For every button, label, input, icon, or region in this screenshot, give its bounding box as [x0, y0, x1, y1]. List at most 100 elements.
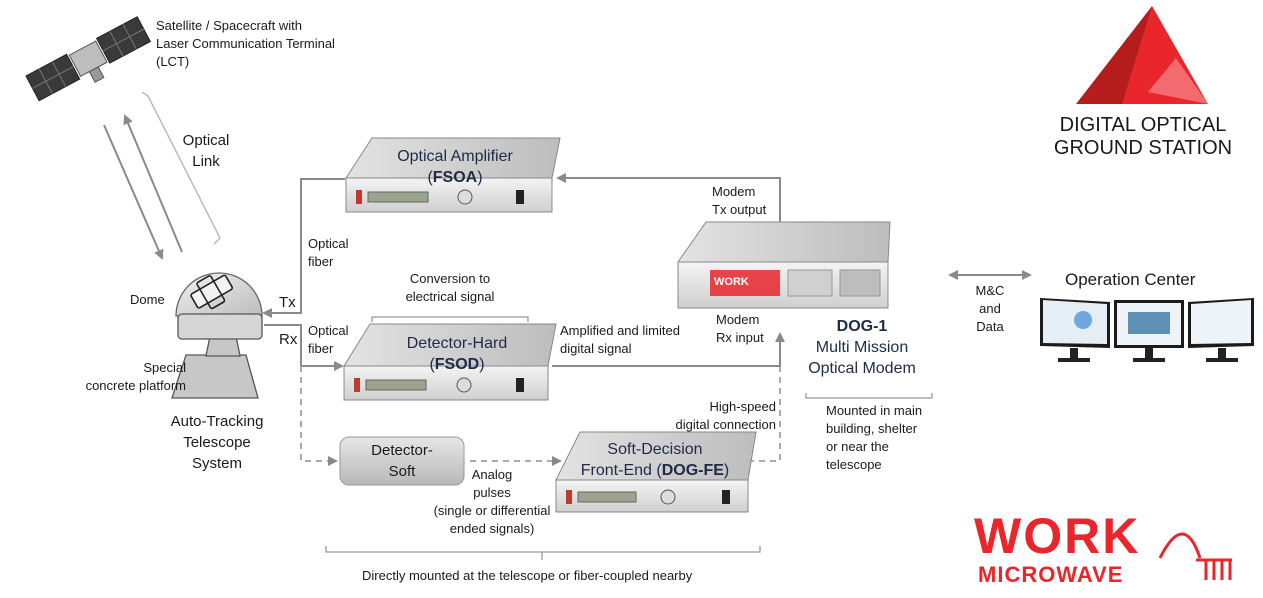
dog1-front-badge: WORK — [714, 276, 749, 288]
telescope-icon — [171, 272, 263, 399]
optical-fiber-bottom-line-1: Optical — [308, 323, 349, 338]
analog-label: Analog pulses (single or differential en… — [412, 466, 572, 538]
operation-center-monitors-icon — [1040, 298, 1254, 362]
amplified-label: Amplified and limited digital signal — [560, 322, 680, 358]
detector-soft-line-1: Detector- — [371, 442, 433, 459]
mounted-telescope-bracket — [325, 546, 761, 560]
conversion-label: Conversion to electrical signal — [390, 270, 510, 306]
fsoa-code-open: ( — [427, 169, 433, 186]
analog-line-2: pulses — [473, 485, 511, 500]
conversion-line-1: Conversion to — [409, 271, 491, 286]
optical-link-line-2: Link — [192, 153, 220, 170]
dogfe-device-icon — [555, 431, 757, 513]
dog1-line-2: Optical Modem — [808, 360, 916, 377]
fsoa-device-icon — [345, 137, 561, 213]
mc-line-3: Data — [976, 319, 1004, 334]
rx-label: Rx — [279, 331, 298, 348]
optical-fiber-bottom-label: Optical fiber — [308, 322, 348, 358]
dome-label: Dome — [130, 292, 165, 307]
platform-line-1: Special — [143, 360, 186, 375]
microwave-logo-word: MICROWAVE — [978, 562, 1124, 587]
modem-rx-label: Modem Rx input — [716, 311, 764, 347]
fsoa-code: FSOA — [432, 169, 478, 186]
highspeed-line-2: digital connection — [675, 417, 776, 432]
fsod-code-close: ) — [479, 356, 485, 373]
fsoa-code-close: ) — [477, 169, 483, 186]
satellite-label: Satellite / Spacecraft with Laser Commun… — [156, 17, 335, 71]
dogs-logo-icon — [1076, 6, 1208, 104]
dog1-line-1: Multi Mission — [815, 339, 909, 356]
fsoa-label: Optical Amplifier (FSOA) — [370, 146, 540, 188]
fsoa-code-line: (FSOA) — [370, 167, 540, 188]
mc-line-2: and — [979, 301, 1001, 316]
mounted-telescope-label: Directly mounted at the telescope or fib… — [362, 568, 693, 583]
modem-tx-line-1: Modem — [712, 184, 756, 199]
modem-rx-line — [552, 332, 785, 367]
dogfe-label: Soft-Decision Front-End (DOG-FE) — [570, 439, 740, 481]
optical-link-label: Optical Link — [176, 130, 236, 172]
dogs-logo-text: DIGITAL OPTICAL GROUND STATION — [1040, 114, 1246, 160]
telescope-system-line-3: System — [191, 455, 242, 472]
mounted-main-bracket — [805, 393, 933, 399]
platform-label: Special concrete platform — [68, 359, 186, 395]
optical-fiber-top-label: Optical fiber — [308, 235, 348, 271]
dogfe-suffix: ) — [723, 462, 730, 479]
telescope-system-line-2: Telescope — [183, 434, 251, 451]
fsod-device-icon — [343, 323, 557, 401]
highspeed-label: High-speed digital connection — [650, 398, 776, 434]
mounted-main-line-3: or near the — [826, 439, 889, 454]
mounted-main-line-1: Mounted in main — [826, 403, 923, 418]
mounted-main-line-4: telescope — [826, 457, 882, 472]
dog1-label: DOG-1 Multi Mission Optical Modem — [794, 316, 930, 379]
dogfe-code-line: Front-End (DOG-FE) — [570, 460, 740, 481]
work-microwave-wave-icon — [1158, 532, 1232, 580]
fsod-title: Detector-Hard — [406, 335, 508, 352]
detector-soft-label: Detector- Soft — [342, 440, 462, 482]
highspeed-line-1: High-speed — [709, 399, 777, 414]
optical-fiber-top-line-1: Optical — [308, 236, 349, 251]
detector-soft-line-2: Soft — [388, 463, 416, 480]
modem-rx-line-2: Rx input — [716, 330, 764, 345]
telescope-system-line-1: Auto-Tracking — [170, 413, 264, 430]
operation-center-label: Operation Center — [1065, 270, 1196, 289]
optical-link-line-1: Optical — [182, 132, 230, 149]
detector-soft-box — [339, 436, 465, 486]
rx-line — [264, 324, 344, 371]
satellite-label-line-3: (LCT) — [156, 54, 190, 69]
tx-line — [262, 178, 345, 318]
soft-path-line — [300, 355, 781, 466]
modem-rx-line-1: Modem — [716, 312, 760, 327]
conversion-bracket — [371, 316, 529, 322]
work-logo-word: WORK — [974, 508, 1141, 564]
optical-fiber-top-line-2: fiber — [308, 254, 334, 269]
mounted-main-label: Mounted in main building, shelter or nea… — [826, 402, 922, 474]
platform-line-2: concrete platform — [85, 378, 186, 393]
fsod-code-line: (FSOD) — [372, 354, 542, 375]
fsoa-title: Optical Amplifier — [397, 148, 513, 165]
mc-line-1: M&C — [975, 283, 1005, 298]
dogs-logo-line-2: GROUND STATION — [1053, 137, 1233, 159]
dogs-logo-line-1: DIGITAL OPTICAL — [1059, 114, 1227, 136]
dog1-name: DOG-1 — [836, 318, 888, 335]
tx-label: Tx — [279, 294, 296, 311]
fsod-label: Detector-Hard (FSOD) — [372, 333, 542, 375]
modem-tx-label: Modem Tx output — [712, 183, 766, 219]
satellite-icon — [25, 16, 152, 102]
optical-fiber-bottom-line-2: fiber — [308, 341, 334, 356]
mc-data-label: M&C and Data — [962, 282, 1018, 336]
analog-line-3: (single or differential — [433, 503, 551, 518]
satellite-label-line-2: Laser Communication Terminal — [156, 36, 335, 51]
telescope-system-label: Auto-Tracking Telescope System — [158, 411, 276, 474]
optical-link-arrows — [103, 91, 221, 260]
modem-tx-line-2: Tx output — [712, 202, 767, 217]
fsod-code: FSOD — [434, 356, 480, 373]
dogfe-prefix: Front-End ( — [580, 462, 662, 479]
dogfe-code: DOG-FE — [661, 462, 724, 479]
dog1-modem-icon — [677, 221, 891, 309]
dogfe-title: Soft-Decision — [607, 441, 703, 458]
analog-line-1: Analog — [471, 467, 513, 482]
analog-line-4: ended signals) — [449, 521, 535, 536]
mounted-main-line-2: building, shelter — [826, 421, 918, 436]
amplified-line-2: digital signal — [560, 341, 632, 356]
